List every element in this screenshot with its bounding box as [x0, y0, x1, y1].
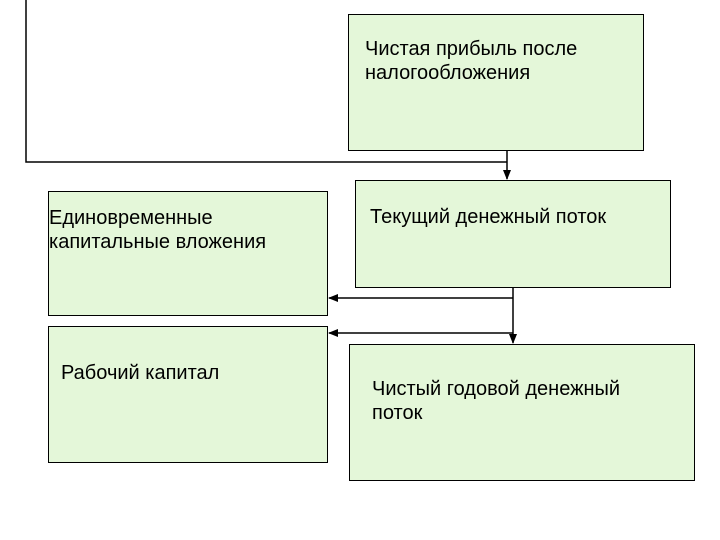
net-profit-after-tax-box: Чистая прибыль после налогообложения	[348, 14, 644, 151]
capital-investment-box: Единовременные капитальные вложения	[48, 191, 328, 316]
current-cash-flow-box: Текущий денежный поток	[355, 180, 671, 288]
working-capital-box: Рабочий капитал	[48, 326, 328, 463]
feedback-connector-line	[25, 0, 507, 163]
net-annual-cash-flow-box: Чистый годовой денежный поток	[349, 344, 695, 481]
